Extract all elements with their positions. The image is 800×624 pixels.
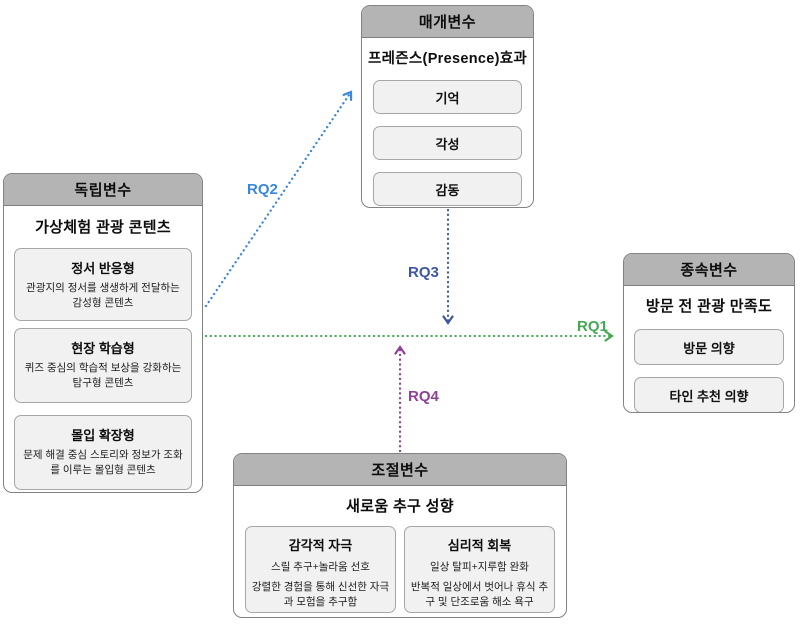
dependent-variable-header: 종속변수 xyxy=(624,254,794,286)
content-card-desc: 문제 해결 중심 스토리와 정보가 조화를 이루는 몰입형 콘텐츠 xyxy=(23,449,183,477)
satisfaction-card-visit-intention: 방문 의향 xyxy=(634,329,784,365)
dependent-variable-box: 종속변수 방문 전 관광 만족도 방문 의향 타인 추천 의향 xyxy=(623,253,795,413)
moderator-card-row: 감각적 자극 스릴 추구+놀라움 선호 강렬한 경험을 통해 신선한 자극과 모… xyxy=(234,526,566,613)
content-card-desc: 퀴즈 중심의 학습적 보상을 강화하는 탐구형 콘텐츠 xyxy=(24,362,182,390)
novelty-card-keywords: 일상 탈피+지루함 완화 xyxy=(430,561,529,573)
presence-card-impression: 감동 xyxy=(373,172,522,206)
content-card-title: 현장 학습형 xyxy=(71,341,135,356)
rq3-label: RQ3 xyxy=(408,264,439,281)
content-card-title: 정서 반응형 xyxy=(71,261,135,276)
rq4-label: RQ4 xyxy=(408,388,440,405)
presence-card-memory: 기억 xyxy=(373,80,522,114)
novelty-card-psychological: 심리적 회복 일상 탈피+지루함 완화 반복적 일상에서 벗어나 휴식 추구 및… xyxy=(404,526,555,613)
satisfaction-card-recommend-intention: 타인 추천 의향 xyxy=(634,377,784,412)
novelty-card-keywords: 스릴 추구+놀라움 선호 xyxy=(271,561,370,573)
independent-variable-box: 독립변수 가상체험 관광 콘텐츠 정서 반응형 관광지의 정서를 생생하게 전달… xyxy=(3,173,203,493)
content-card-emotional: 정서 반응형 관광지의 정서를 생생하게 전달하는 감성형 콘텐츠 xyxy=(14,248,192,321)
mediator-variable-header: 매개변수 xyxy=(362,6,533,38)
content-card-title: 몰입 확장형 xyxy=(71,428,135,443)
dependent-variable-title: 방문 전 관광 만족도 xyxy=(645,298,773,315)
mediator-variable-box: 매개변수 프레즌스(Presence)효과 기억 각성 감동 xyxy=(361,5,534,208)
content-card-immersive: 몰입 확장형 문제 해결 중심 스토리와 정보가 조화를 이루는 몰입형 콘텐츠 xyxy=(14,415,192,490)
novelty-card-sensory: 감각적 자극 스릴 추구+놀라움 선호 강렬한 경험을 통해 신선한 자극과 모… xyxy=(245,526,396,613)
moderator-variable-box: 조절변수 새로움 추구 성향 감각적 자극 스릴 추구+놀라움 선호 강렬한 경… xyxy=(233,453,567,618)
independent-variable-title: 가상체험 관광 콘텐츠 xyxy=(35,219,171,236)
content-card-desc: 관광지의 정서를 생생하게 전달하는 감성형 콘텐츠 xyxy=(26,282,180,310)
mediator-variable-title: 프레즌스(Presence)효과 xyxy=(368,51,527,67)
content-card-learning: 현장 학습형 퀴즈 중심의 학습적 보상을 강화하는 탐구형 콘텐츠 xyxy=(14,328,192,403)
rq2-arrow-line xyxy=(204,90,353,308)
presence-card-arousal: 각성 xyxy=(373,126,522,160)
rq2-label: RQ2 xyxy=(247,181,278,198)
moderator-variable-title: 새로움 추구 성향 xyxy=(346,498,454,515)
novelty-card-title: 감각적 자극 xyxy=(288,538,353,553)
novelty-card-title: 심리적 회복 xyxy=(447,538,512,553)
moderator-variable-header: 조절변수 xyxy=(234,454,566,486)
novelty-card-desc: 강렬한 경험을 통해 신선한 자극과 모험을 추구함 xyxy=(251,581,390,609)
novelty-card-desc: 반복적 일상에서 벗어나 휴식 추구 및 단조로움 해소 욕구 xyxy=(410,581,549,609)
rq1-label: RQ1 xyxy=(577,318,608,335)
independent-variable-header: 독립변수 xyxy=(4,174,202,206)
